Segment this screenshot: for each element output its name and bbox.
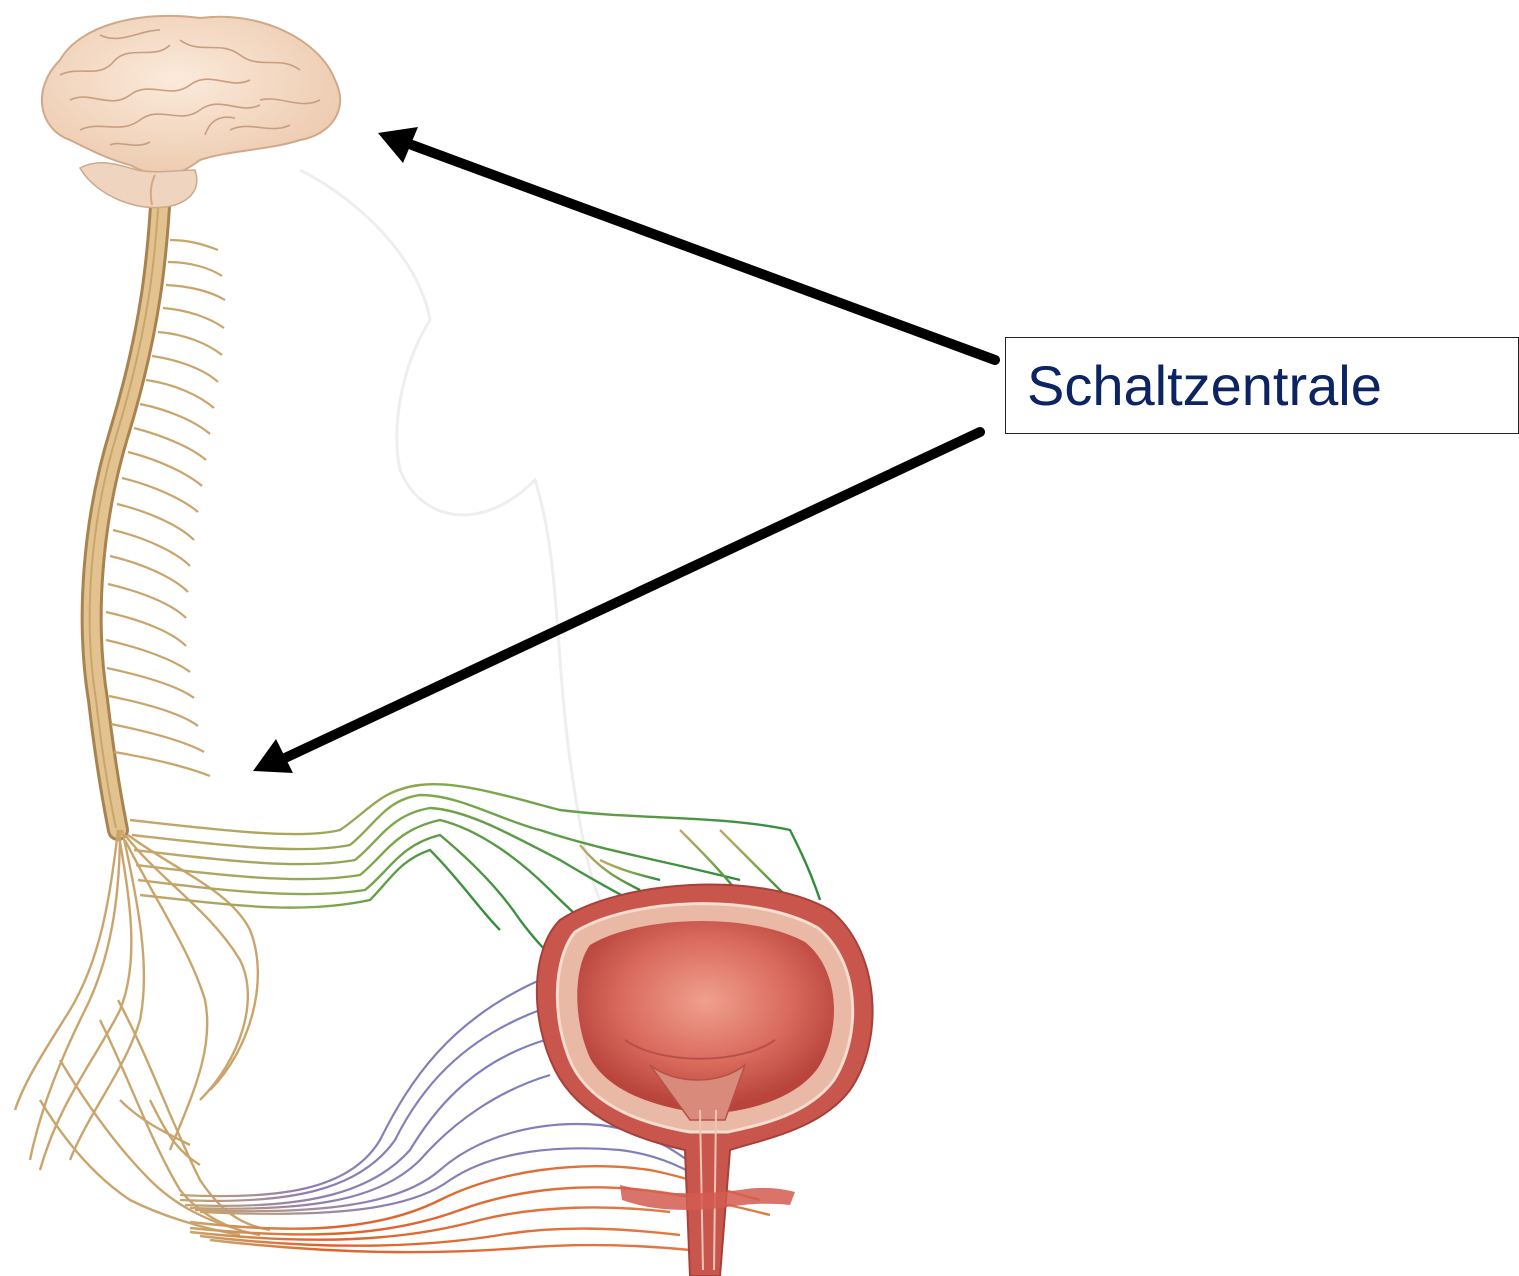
body-silhouette (300, 170, 600, 900)
arrow-to-sacral-cord (253, 432, 980, 773)
control-center-label: Schaltzentrale (1006, 358, 1382, 414)
arrow-to-brain (378, 127, 995, 360)
bladder-illustration (537, 885, 873, 1276)
control-center-label-box: Schaltzentrale (1005, 337, 1519, 434)
spinal-nerves (106, 240, 225, 776)
brain-illustration (42, 16, 340, 208)
spinal-cord (90, 170, 162, 830)
